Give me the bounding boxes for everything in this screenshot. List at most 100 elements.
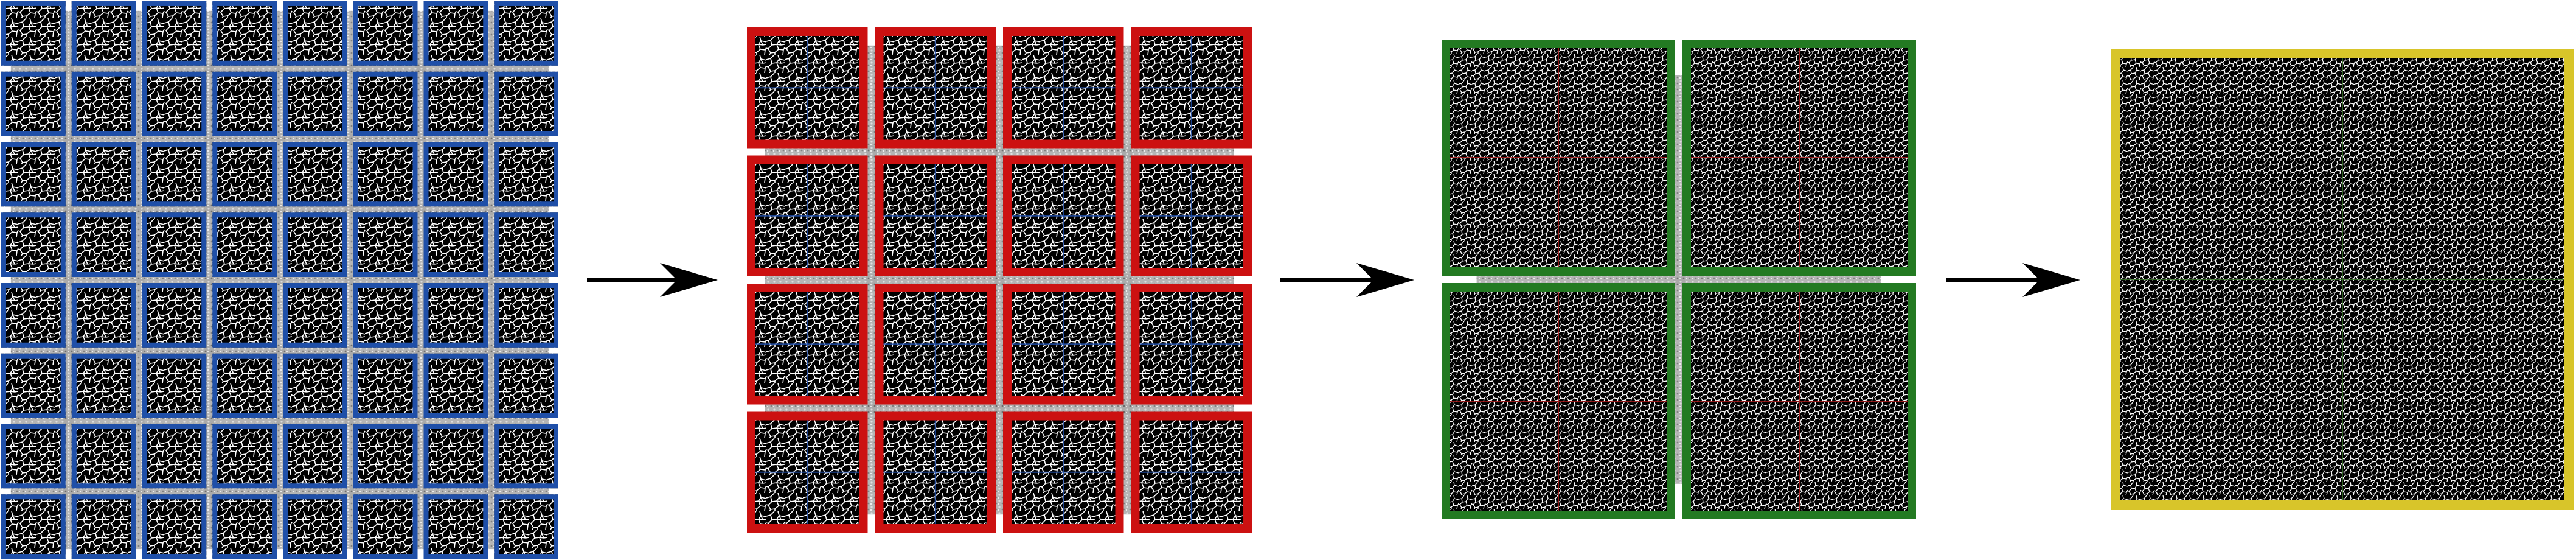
subdomain-frame [353, 212, 418, 277]
subdomain-frame [747, 411, 868, 533]
subdomain-frame [353, 1, 418, 66]
subdomain-cells [494, 283, 558, 348]
subdomain-frame [2111, 49, 2574, 510]
subdomain-cells [212, 71, 277, 136]
subdomain-cells [283, 142, 347, 207]
junction-strip-vertical [485, 10, 497, 550]
subdomain-frame [747, 155, 868, 276]
subdomain-frame [494, 1, 558, 66]
subdomain-frame [1, 353, 66, 418]
subdomain-frame [494, 142, 558, 207]
subdomain-frame [142, 212, 207, 277]
subdomain-frame [212, 1, 277, 66]
subdomain-frame [212, 353, 277, 418]
subdomain-frame [423, 283, 488, 348]
subdomain-frame [1, 71, 66, 136]
subdomain-cells [494, 353, 558, 418]
subdomain-cells [353, 71, 418, 136]
subdomain-frame [423, 1, 488, 66]
subdomain-cells [142, 353, 207, 418]
junction-strip-horizontal [765, 402, 1234, 415]
subdomain-frame [423, 142, 488, 207]
subdomain-frame [71, 283, 136, 348]
subdomain-frame [71, 71, 136, 136]
subdomain-frame [142, 424, 207, 489]
subdomain-cells [1, 424, 66, 489]
subdomain-frame [494, 71, 558, 136]
subdomain-frame [142, 71, 207, 136]
subdomain-cells [212, 353, 277, 418]
subdomain-frame [283, 212, 347, 277]
subdomain-cells [142, 71, 207, 136]
stage-2 [747, 27, 1252, 533]
subdomain-frame [1131, 27, 1252, 149]
subdomain-frame [71, 494, 136, 559]
subdomain-frame [1003, 155, 1124, 276]
subdomain-frame [1131, 284, 1252, 405]
subdomain-cells [71, 212, 136, 277]
subdomain-cells [353, 494, 418, 559]
subdomain-cells [212, 494, 277, 559]
subdomain-frame [212, 424, 277, 489]
subdomain-frame [494, 283, 558, 348]
subdomain-cells [494, 212, 558, 277]
subdomain-frame [1682, 283, 1916, 519]
subdomain-frame [212, 142, 277, 207]
subdomain-cells [142, 424, 207, 489]
subdomain-cells [353, 283, 418, 348]
stage-4 [2111, 49, 2574, 510]
subdomain-cells [142, 494, 207, 559]
subdomain-cells [283, 494, 347, 559]
subdomain-cells [283, 283, 347, 348]
subdomain-cells [494, 142, 558, 207]
subdomain-frame [71, 353, 136, 418]
subdomain-frame [283, 424, 347, 489]
subdomain-cells [212, 283, 277, 348]
subdomain-cells [71, 353, 136, 418]
subdomain-cells [283, 1, 347, 66]
subdomain-frame [1442, 40, 1675, 276]
subdomain-cells [71, 494, 136, 559]
subdomain-cells [71, 424, 136, 489]
subdomain-frame [142, 142, 207, 207]
subdomain-cells [212, 1, 277, 66]
subdomain-frame [283, 142, 347, 207]
subdomain-frame [1, 494, 66, 559]
subdomain-frame [283, 353, 347, 418]
subdomain-cells [494, 494, 558, 559]
subdomain-cells [423, 1, 488, 66]
right-arrow-icon [1280, 263, 1414, 297]
subdomain-cells [283, 353, 347, 418]
subdomain-frame [212, 494, 277, 559]
subdomain-cells [283, 212, 347, 277]
subdomain-frame [1, 283, 66, 348]
subdomain-cells [423, 353, 488, 418]
subdomain-frame [283, 71, 347, 136]
subdomain-cells [71, 71, 136, 136]
junction-strip-vertical [415, 10, 426, 550]
right-arrow-icon [587, 263, 718, 297]
subdomain-cells [71, 142, 136, 207]
arrows-layer [587, 263, 2080, 297]
subdomain-frame [1003, 27, 1124, 149]
subdomain-cells [1, 353, 66, 418]
subdomain-frame [423, 212, 488, 277]
subdomain-frame [423, 424, 488, 489]
subdomain-frame [353, 494, 418, 559]
subdomain-frame [1003, 411, 1124, 533]
subdomain-cells [423, 142, 488, 207]
subdomain-frame [353, 353, 418, 418]
subdomain-cells [353, 1, 418, 66]
subdomain-frame [142, 494, 207, 559]
subdomain-frame [1, 424, 66, 489]
subdomain-frame [875, 284, 996, 405]
subdomain-frame [494, 212, 558, 277]
subdomain-frame [747, 284, 868, 405]
subdomain-cells [494, 1, 558, 66]
subdomain-cells [353, 353, 418, 418]
subdomain-frame [353, 283, 418, 348]
subdomain-frame [212, 212, 277, 277]
subdomain-frame [71, 142, 136, 207]
subdomain-frame [212, 71, 277, 136]
